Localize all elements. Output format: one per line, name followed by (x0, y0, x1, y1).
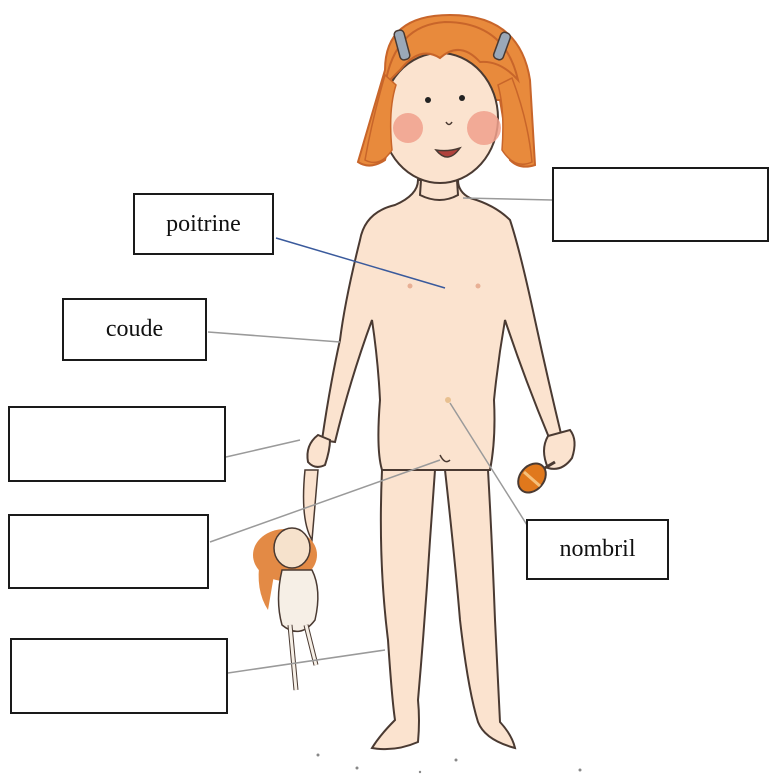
cheek-right (467, 111, 501, 145)
doll-toy (253, 470, 318, 690)
leader-wrist (226, 440, 300, 457)
nipple-left (408, 284, 413, 289)
lollipop-toy (513, 458, 555, 498)
label-nombril: nombril (526, 519, 669, 580)
blank-box-leg[interactable] (10, 638, 228, 714)
blank-box-neck[interactable] (552, 167, 769, 242)
leader-coude (208, 332, 340, 342)
navel (445, 397, 451, 403)
ground-specks (317, 754, 582, 774)
blank-box-wrist[interactable] (8, 406, 226, 482)
right-leg (445, 470, 515, 748)
torso (322, 180, 562, 470)
label-poitrine: poitrine (133, 193, 274, 255)
label-coude: coude (62, 298, 207, 361)
leader-leg (228, 650, 385, 673)
eye-left (425, 97, 431, 103)
nipple-right (476, 284, 481, 289)
left-leg (372, 470, 435, 749)
left-hand (307, 435, 330, 467)
cheek-left (393, 113, 423, 143)
right-hand (544, 430, 575, 469)
blank-box-thigh[interactable] (8, 514, 209, 589)
eye-right (459, 95, 465, 101)
